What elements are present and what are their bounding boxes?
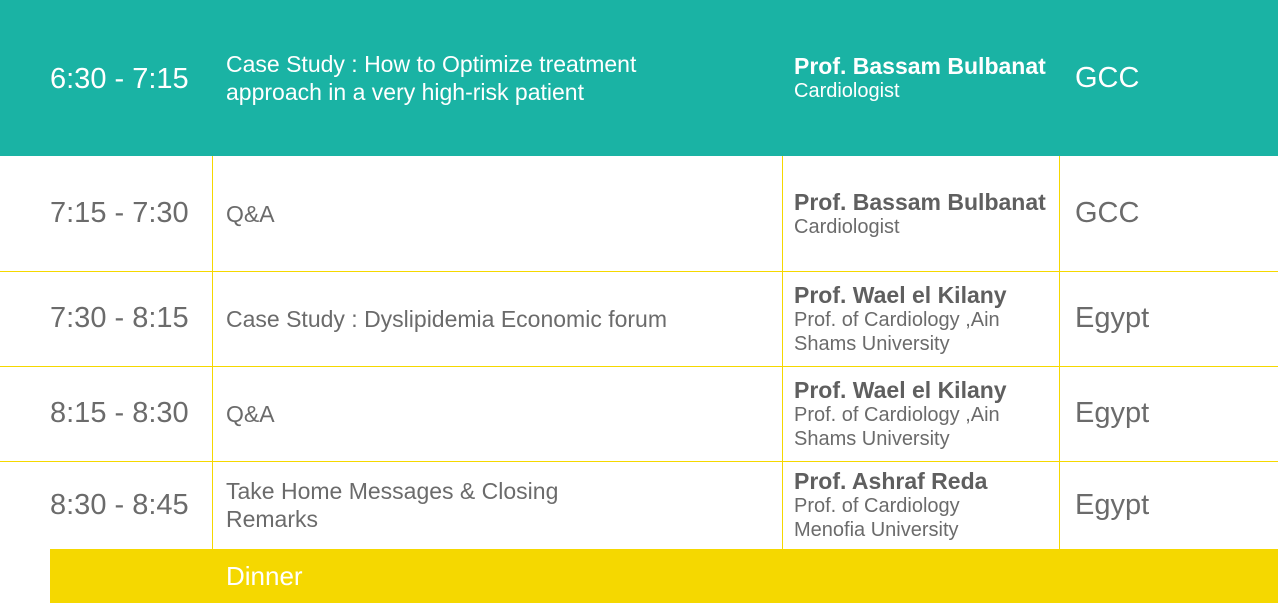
session-time: 7:30 - 8:15	[50, 302, 189, 334]
topic-line: Case Study : How to Optimize treatment	[226, 51, 637, 77]
speaker-name: Prof. Wael el Kilany	[794, 281, 1007, 308]
session-topic: Case Study : Dyslipidemia Economic forum	[212, 271, 782, 366]
speaker-title: Cardiologist	[794, 80, 900, 102]
speaker-name: Prof. Bassam Bulbanat	[794, 188, 1046, 215]
speaker-title: Cardiologist	[794, 215, 900, 238]
topic-line: Take Home Messages & Closing	[226, 478, 559, 504]
session-time: 8:30 - 8:45	[50, 488, 189, 521]
schedule-row: 8:30 - 8:45 Take Home Messages & Closing…	[0, 461, 1278, 549]
speaker-name: Prof. Ashraf Reda	[794, 468, 988, 494]
speaker-info: Prof. Bassam Bulbanat Cardiologist	[782, 156, 1060, 271]
row-divider	[0, 366, 1278, 367]
session-topic: Case Study : How to Optimize treatment a…	[212, 0, 782, 156]
schedule-row-highlighted: 6:30 - 7:15 Case Study : How to Optimize…	[0, 0, 1278, 156]
schedule-row: 8:15 - 8:30 Q&A Prof. Wael el Kilany Pro…	[0, 366, 1278, 461]
column-divider	[212, 156, 213, 549]
speaker-info: Prof. Bassam Bulbanat Cardiologist	[782, 0, 1060, 156]
topic-line: Remarks	[226, 506, 319, 532]
session-topic: Q&A	[212, 366, 782, 461]
row-divider	[0, 271, 1278, 272]
speaker-title: Prof. of Cardiology ,Ain	[794, 403, 1000, 426]
session-time: 7:15 - 7:30	[50, 197, 189, 229]
speaker-region: Egypt	[1075, 488, 1150, 521]
topic-line: Case Study : Dyslipidemia Economic forum	[226, 305, 667, 332]
dinner-band	[50, 549, 1246, 603]
schedule-row: 7:30 - 8:15 Case Study : Dyslipidemia Ec…	[0, 271, 1278, 366]
speaker-title: Shams University	[794, 332, 950, 355]
speaker-region: GCC	[1075, 197, 1140, 229]
speaker-title: Shams University	[794, 427, 950, 450]
speaker-region: Egypt	[1075, 397, 1150, 429]
speaker-info: Prof. Ashraf Reda Prof. of Cardiology Me…	[782, 461, 1060, 549]
row-divider	[0, 461, 1278, 462]
session-topic: Take Home Messages & Closing Remarks	[212, 461, 782, 549]
speaker-info: Prof. Wael el Kilany Prof. of Cardiology…	[782, 366, 1060, 461]
topic-line: Q&A	[226, 400, 275, 427]
speaker-info: Prof. Wael el Kilany Prof. of Cardiology…	[782, 271, 1060, 366]
speaker-region: GCC	[1075, 61, 1140, 94]
column-divider	[782, 156, 783, 549]
speaker-title: Prof. of Cardiology	[794, 495, 960, 517]
speaker-title: Menofia University	[794, 519, 959, 541]
dinner-label: Dinner	[226, 560, 303, 591]
speaker-title: Prof. of Cardiology ,Ain	[794, 308, 1000, 331]
speaker-name: Prof. Bassam Bulbanat	[794, 53, 1046, 79]
session-time: 8:15 - 8:30	[50, 397, 189, 429]
speaker-region: Egypt	[1075, 302, 1150, 334]
topic-line: approach in a very high-risk patient	[226, 79, 584, 105]
schedule-row: 7:15 - 7:30 Q&A Prof. Bassam Bulbanat Ca…	[0, 156, 1278, 271]
dinner-band-edge	[1246, 549, 1278, 603]
topic-line: Q&A	[226, 200, 275, 227]
column-divider	[1059, 156, 1060, 549]
session-topic: Q&A	[212, 156, 782, 271]
session-time: 6:30 - 7:15	[50, 62, 189, 95]
speaker-name: Prof. Wael el Kilany	[794, 376, 1007, 403]
